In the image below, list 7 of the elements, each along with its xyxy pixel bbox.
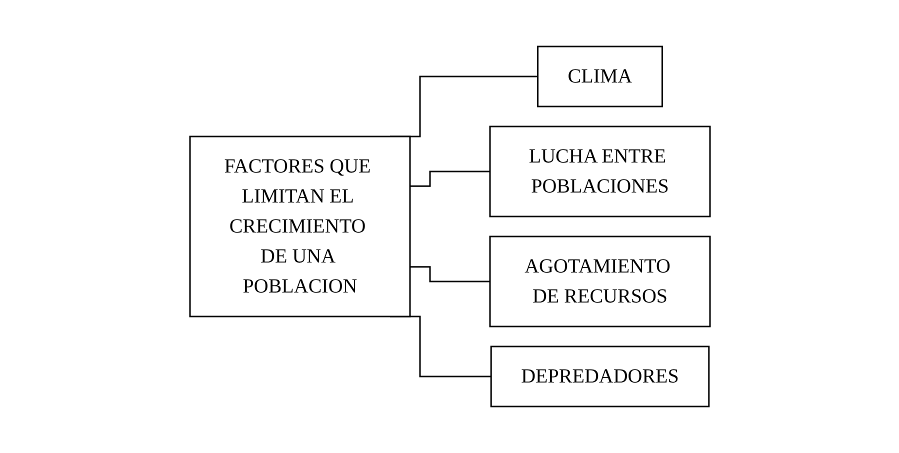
connector [410,170,490,187]
node-box: FACTORES QUE LIMITAN EL CRECIMIENTO DE UNA POBLACION [188,136,410,318]
node-box: LUCHA ENTRE POBLACIONES [488,126,710,218]
node-box: AGOTAMIENTO DE RECURSOS [488,236,710,328]
node-box: CLIMA [536,46,662,108]
node-box: DEPREDADORES [490,346,710,408]
connector [410,266,490,282]
